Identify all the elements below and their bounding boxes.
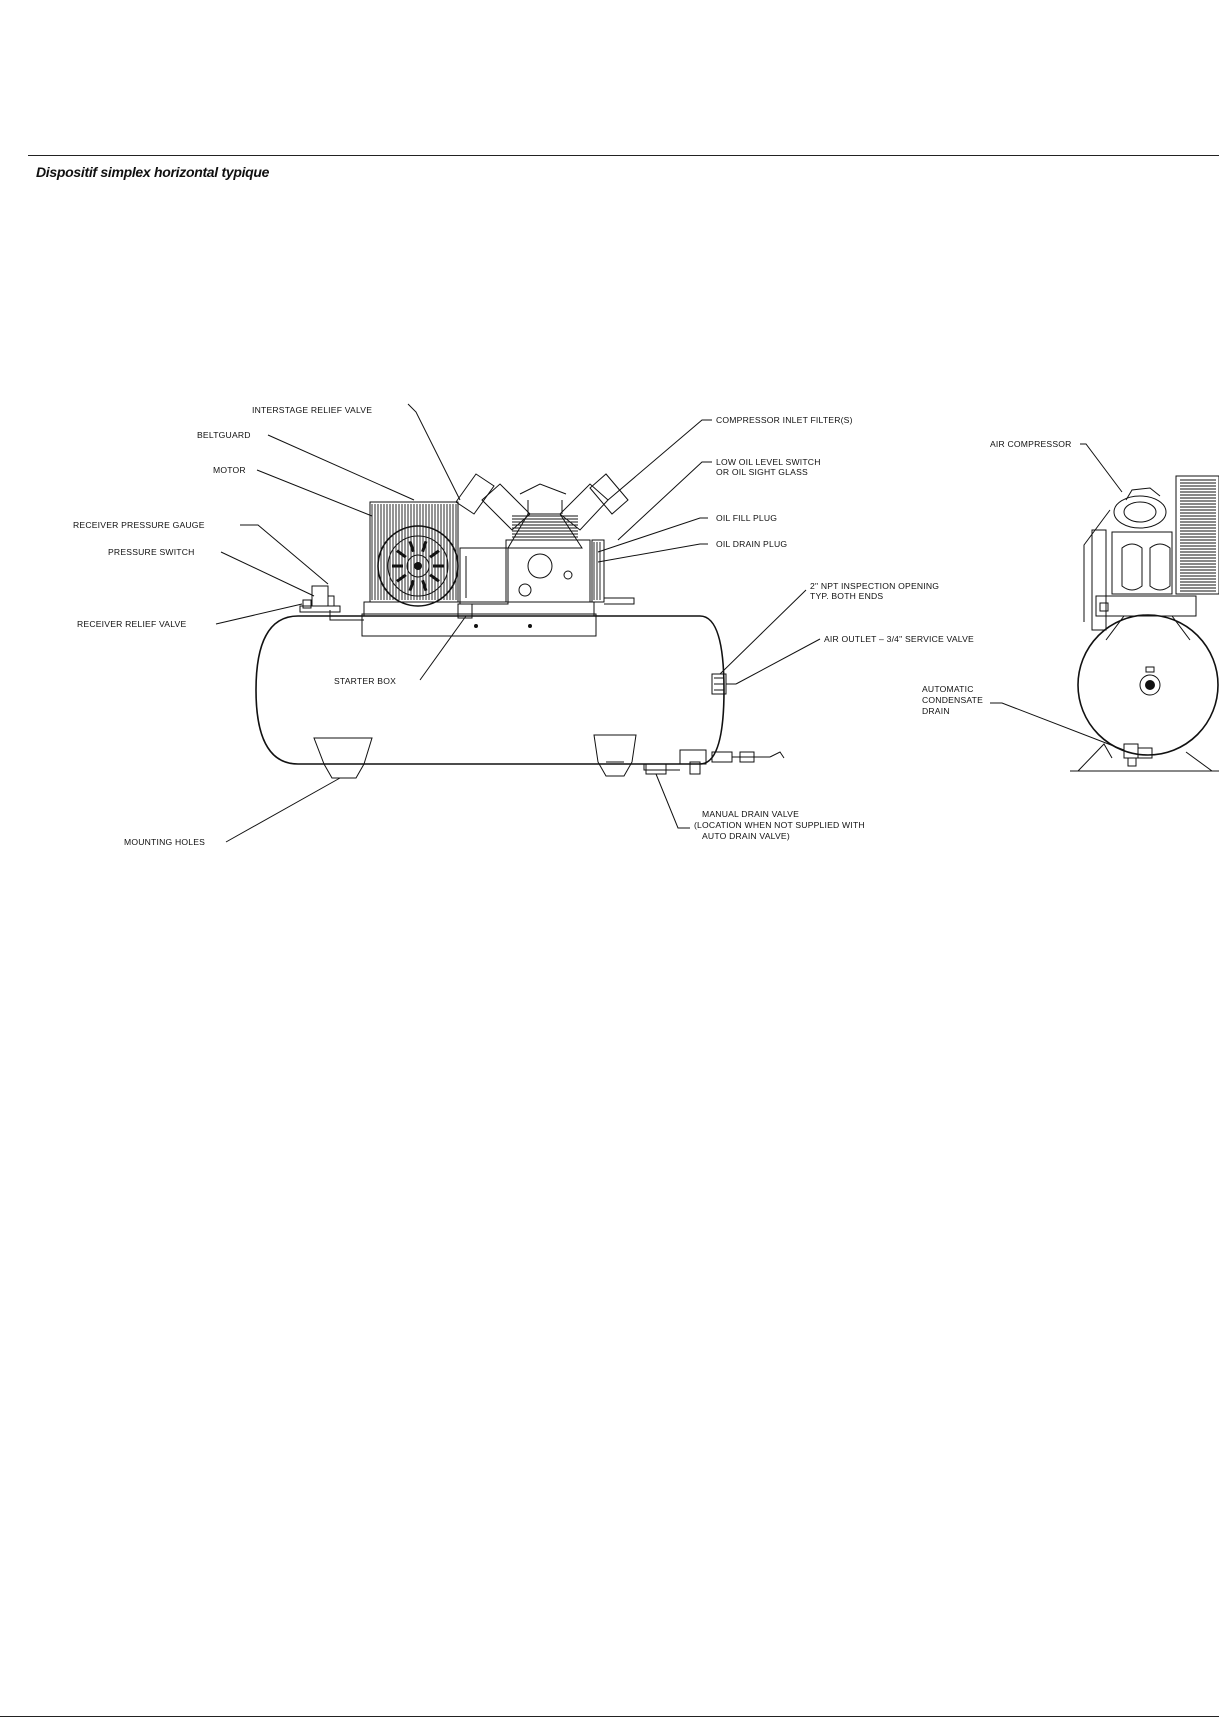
label-starter-box: STARTER BOX bbox=[334, 676, 396, 686]
motor-fin-lines bbox=[371, 504, 457, 600]
label-pressure-switch: PRESSURE SWITCH bbox=[108, 547, 195, 557]
header-rule bbox=[28, 155, 1219, 156]
end-view: AIR COMPRESSOR AUTOMATIC CONDENSATE DRAI… bbox=[922, 439, 1219, 772]
motor bbox=[377, 525, 459, 607]
label-inspection-opening: 2" NPT INSPECTION OPENING bbox=[810, 581, 939, 591]
label-mounting-holes: MOUNTING HOLES bbox=[124, 837, 205, 847]
aftercooler-fins bbox=[591, 539, 605, 603]
label-manual-drain-location: (LOCATION WHEN NOT SUPPLIED WITH bbox=[694, 820, 865, 830]
end-view-compressor bbox=[1083, 475, 1219, 641]
label-compressor-inlet-filter: COMPRESSOR INLET FILTER(S) bbox=[716, 415, 853, 425]
service-valve bbox=[711, 673, 736, 695]
label-air-compressor: AIR COMPRESSOR bbox=[990, 439, 1072, 449]
mounting-feet bbox=[313, 734, 637, 779]
label-beltguard: BELTGUARD bbox=[197, 430, 251, 440]
inlet-filter-right bbox=[589, 473, 629, 515]
label-automatic: AUTOMATIC bbox=[922, 684, 974, 694]
motor-vents bbox=[392, 540, 444, 592]
label-receiver-pressure-gauge: RECEIVER PRESSURE GAUGE bbox=[73, 520, 205, 530]
label-interstage-relief-valve: INTERSTAGE RELIEF VALVE bbox=[252, 405, 372, 415]
label-manual-drain-auto: AUTO DRAIN VALVE) bbox=[702, 831, 790, 841]
label-air-outlet: AIR OUTLET – 3/4" SERVICE VALVE bbox=[824, 634, 974, 644]
label-inspection-opening-note: TYP. BOTH ENDS bbox=[810, 591, 883, 601]
motor-fins bbox=[369, 501, 459, 603]
compressor-block bbox=[481, 483, 609, 603]
motor-vent-slot bbox=[396, 549, 407, 559]
footer-rule bbox=[0, 1716, 1219, 1717]
leader-lines bbox=[215, 403, 821, 843]
label-condensate: CONDENSATE bbox=[922, 695, 983, 705]
receiver-tank bbox=[255, 615, 725, 765]
motor-vent-slot bbox=[429, 549, 440, 559]
motor-vent-slot bbox=[396, 573, 407, 583]
base-plate bbox=[361, 601, 597, 637]
manual-drain-valve bbox=[643, 749, 785, 775]
label-receiver-relief-valve: RECEIVER RELIEF VALVE bbox=[77, 619, 186, 629]
figure-caption: Dispositif simplex horizontal typique bbox=[36, 164, 270, 180]
end-view-leaders bbox=[990, 443, 1125, 751]
motor-vent-slot bbox=[421, 540, 428, 553]
inlet-filter-left bbox=[455, 473, 495, 515]
side-view: INTERSTAGE RELIEF VALVE BELTGUARD MOTOR … bbox=[73, 403, 974, 847]
label-oil-drain-plug: OIL DRAIN PLUG bbox=[716, 539, 787, 549]
cylinder-fins bbox=[512, 515, 578, 538]
pressure-switch bbox=[299, 585, 364, 621]
motor-vent-slot bbox=[429, 573, 440, 583]
label-oil-sight-glass: OR OIL SIGHT GLASS bbox=[716, 467, 808, 477]
label-manual-drain-valve: MANUAL DRAIN VALVE bbox=[702, 809, 799, 819]
end-view-drain bbox=[1123, 743, 1153, 767]
relief-valve bbox=[302, 599, 312, 609]
label-low-oil-level-switch: LOW OIL LEVEL SWITCH bbox=[716, 457, 821, 467]
aftercooler-fin-lines bbox=[593, 542, 601, 600]
label-drain: DRAIN bbox=[922, 706, 950, 716]
motor-vent-slot bbox=[408, 540, 415, 553]
end-view-fins bbox=[1180, 479, 1216, 592]
motor-vent-slot bbox=[408, 579, 415, 592]
label-oil-fill-plug: OIL FILL PLUG bbox=[716, 513, 777, 523]
end-view-saddle bbox=[1070, 743, 1219, 772]
motor-vent-slot bbox=[421, 579, 428, 592]
end-view-tank bbox=[1077, 614, 1219, 756]
discharge-piping bbox=[604, 597, 635, 605]
label-motor: MOTOR bbox=[213, 465, 246, 475]
beltguard bbox=[459, 547, 509, 605]
